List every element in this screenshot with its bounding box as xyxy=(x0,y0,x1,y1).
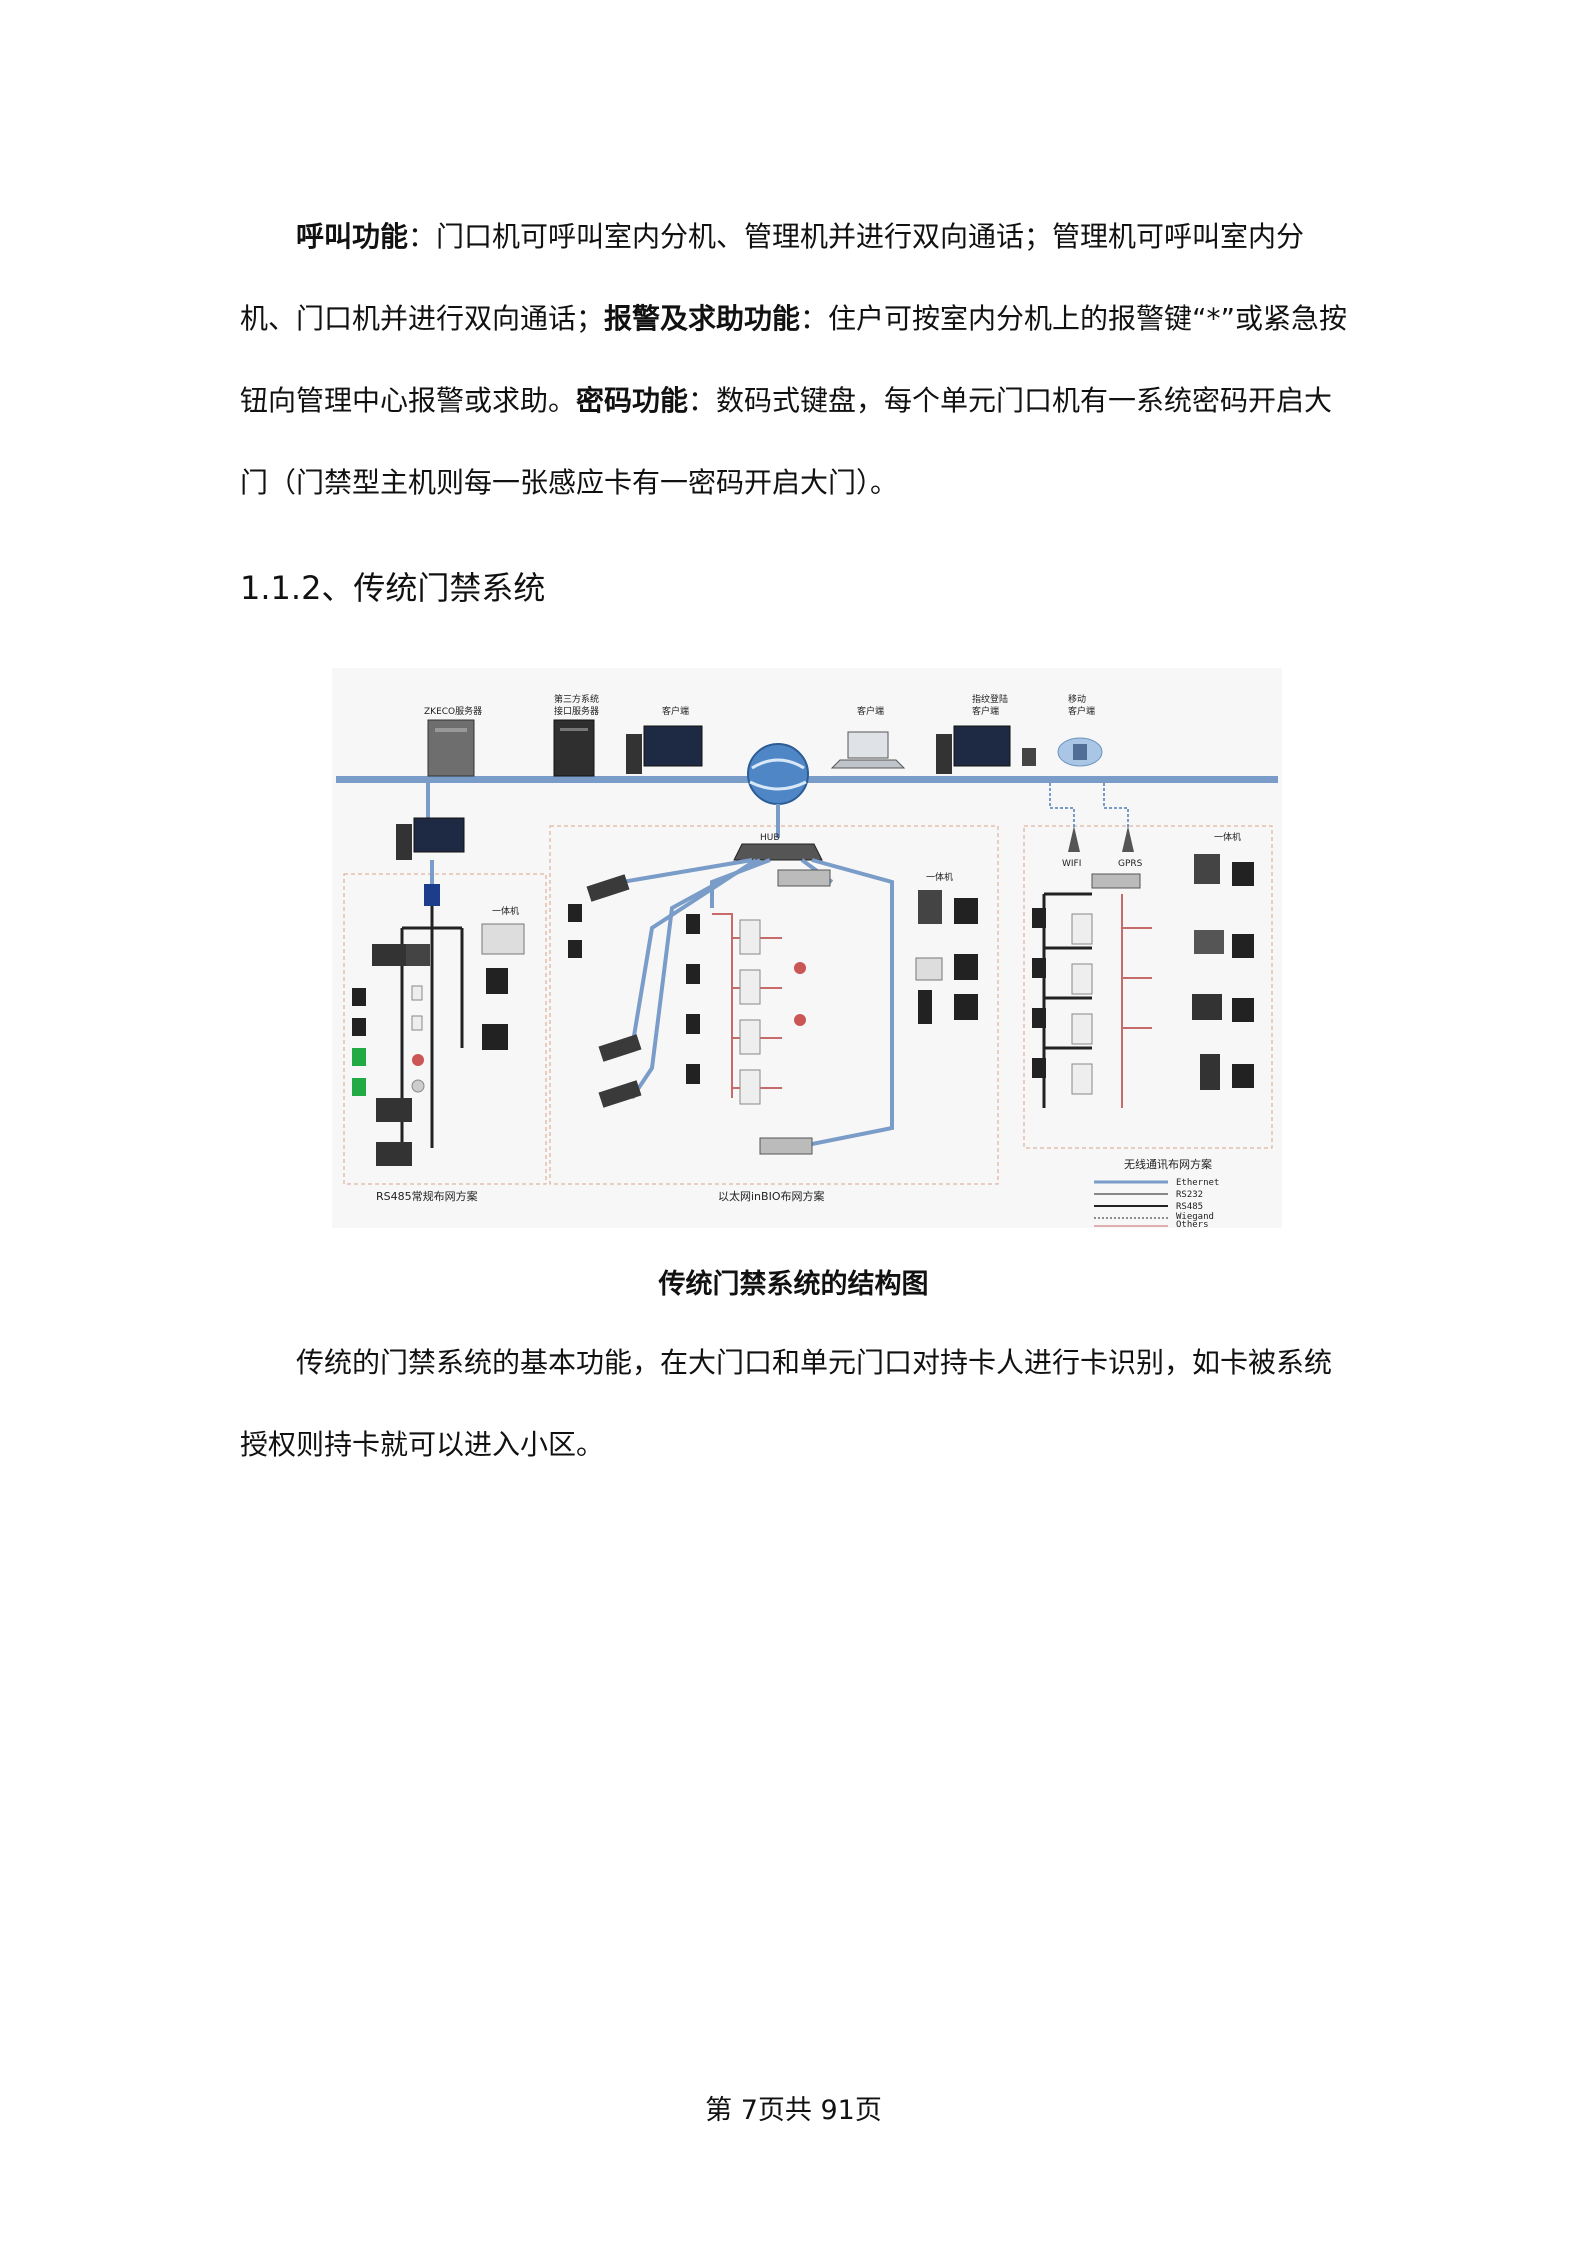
label-zone-ethernet: 以太网inBIO布网方案 xyxy=(718,1189,824,1203)
rs485-controllers xyxy=(352,944,430,1166)
label-client-3: 客户端 xyxy=(972,705,999,717)
figure-caption: 传统门禁系统的结构图 xyxy=(658,1269,929,1300)
paragraph-traditional-access-text: 传统的门禁系统的基本功能，在大门口和单元门口对持卡人进行卡识别，如卡被系统授权则… xyxy=(240,1346,1333,1461)
page-footer: 第 7页共 91页 xyxy=(705,2095,882,2126)
label-fingerprint-login: 指纹登陆 xyxy=(972,693,1008,705)
diagram-legend: Ethernet RS232 RS485 Wiegand Others xyxy=(1094,1178,1219,1230)
text-password-function: ：数码式键盘，每个单元门口机有一系统密码开启大门（门禁型主机则每一张感应卡有一密… xyxy=(240,384,1333,499)
ethernet-readers xyxy=(568,904,700,1084)
text-call-function: ：门口机可呼叫室内分机、管理机并进行双向通话；管理机可呼叫室内分机、门口机并进行… xyxy=(240,220,1305,335)
converter-icon xyxy=(424,884,440,906)
globe-icon xyxy=(747,743,809,805)
workstation-icon xyxy=(626,725,703,774)
wireless-controller xyxy=(1091,873,1141,889)
tower-icon xyxy=(553,719,595,777)
gprs-antenna-icon xyxy=(1122,826,1134,852)
server-icon xyxy=(427,719,475,777)
label-all-in-one-right: 一体机 xyxy=(1214,831,1241,843)
section-heading: 1.1.2、传统门禁系统 xyxy=(240,569,546,607)
access-control-diagram: ZKECO服务器 第三方系统 接口服务器 客户端 客户端 指纹登陆 客户端 移动… xyxy=(332,668,1282,1230)
label-all-in-one-left: 一体机 xyxy=(492,905,519,917)
legend-ethernet: Ethernet xyxy=(1176,1178,1219,1188)
legend-others: Others xyxy=(1176,1220,1209,1228)
zone-wireless xyxy=(1023,825,1273,1149)
zone-ethernet xyxy=(549,825,999,1185)
label-client-2: 客户端 xyxy=(857,705,884,717)
text-alarm-function: ：住户可按室内分机上的报警键“*”或紧急按钮向管理中心报警或求助。 xyxy=(240,302,1348,417)
label-hub: HUB xyxy=(760,833,780,843)
label-gprs: GPRS xyxy=(1118,859,1143,869)
others-wiring-right xyxy=(1121,894,1152,1108)
label-interface-server: 接口服务器 xyxy=(554,705,599,717)
fingerprint-workstation-icon xyxy=(936,725,1036,774)
cloud-icon xyxy=(1057,737,1103,767)
rs485-peripherals xyxy=(411,985,425,1093)
label-client-4: 客户端 xyxy=(1068,705,1095,717)
hub-icon xyxy=(733,843,823,861)
label-zone-rs485: RS485常规布网方案 xyxy=(376,1189,478,1203)
paragraph-traditional-access: 传统的门禁系统的基本功能，在大门口和单元门口对持卡人进行卡识别，如卡被系统授权则… xyxy=(240,1322,1352,1486)
legend-rs232: RS232 xyxy=(1176,1190,1203,1200)
term-password-function: 密码功能 xyxy=(576,384,689,417)
management-pc-icon xyxy=(396,817,465,860)
label-third-party: 第三方系统 xyxy=(554,693,599,705)
term-call-function: 呼叫功能 xyxy=(296,220,409,253)
laptop-icon xyxy=(830,731,906,769)
label-wifi: WIFI xyxy=(1062,859,1081,869)
label-mobile: 移动 xyxy=(1068,693,1086,705)
label-all-in-one-mid: 一体机 xyxy=(926,871,953,883)
wireless-readers xyxy=(1032,908,1093,1095)
all-in-one-device-left xyxy=(481,923,525,955)
label-zkeco-server: ZKECO服务器 xyxy=(424,705,482,717)
all-in-one-device-right xyxy=(1194,854,1220,884)
paragraph-call-functions: 呼叫功能：门口机可呼叫室内分机、管理机并进行双向通话；管理机可呼叫室内分机、门口… xyxy=(240,196,1352,524)
ethernet-peripherals xyxy=(739,919,806,1105)
legend-rs485: RS485 xyxy=(1176,1202,1203,1212)
wifi-antenna-icon xyxy=(1068,826,1080,852)
term-alarm-function: 报警及求助功能 xyxy=(604,302,801,335)
diagram-svg: ZKECO服务器 第三方系统 接口服务器 客户端 客户端 指纹登陆 客户端 移动… xyxy=(332,668,1282,1230)
legend-wiegand: Wiegand xyxy=(1176,1212,1214,1222)
inbio-controllers xyxy=(586,869,831,1155)
label-client-1: 客户端 xyxy=(662,705,689,717)
zone-rs485 xyxy=(343,873,547,1185)
all-in-one-device-mid xyxy=(918,890,942,924)
label-zone-wireless: 无线通讯布网方案 xyxy=(1124,1157,1212,1171)
